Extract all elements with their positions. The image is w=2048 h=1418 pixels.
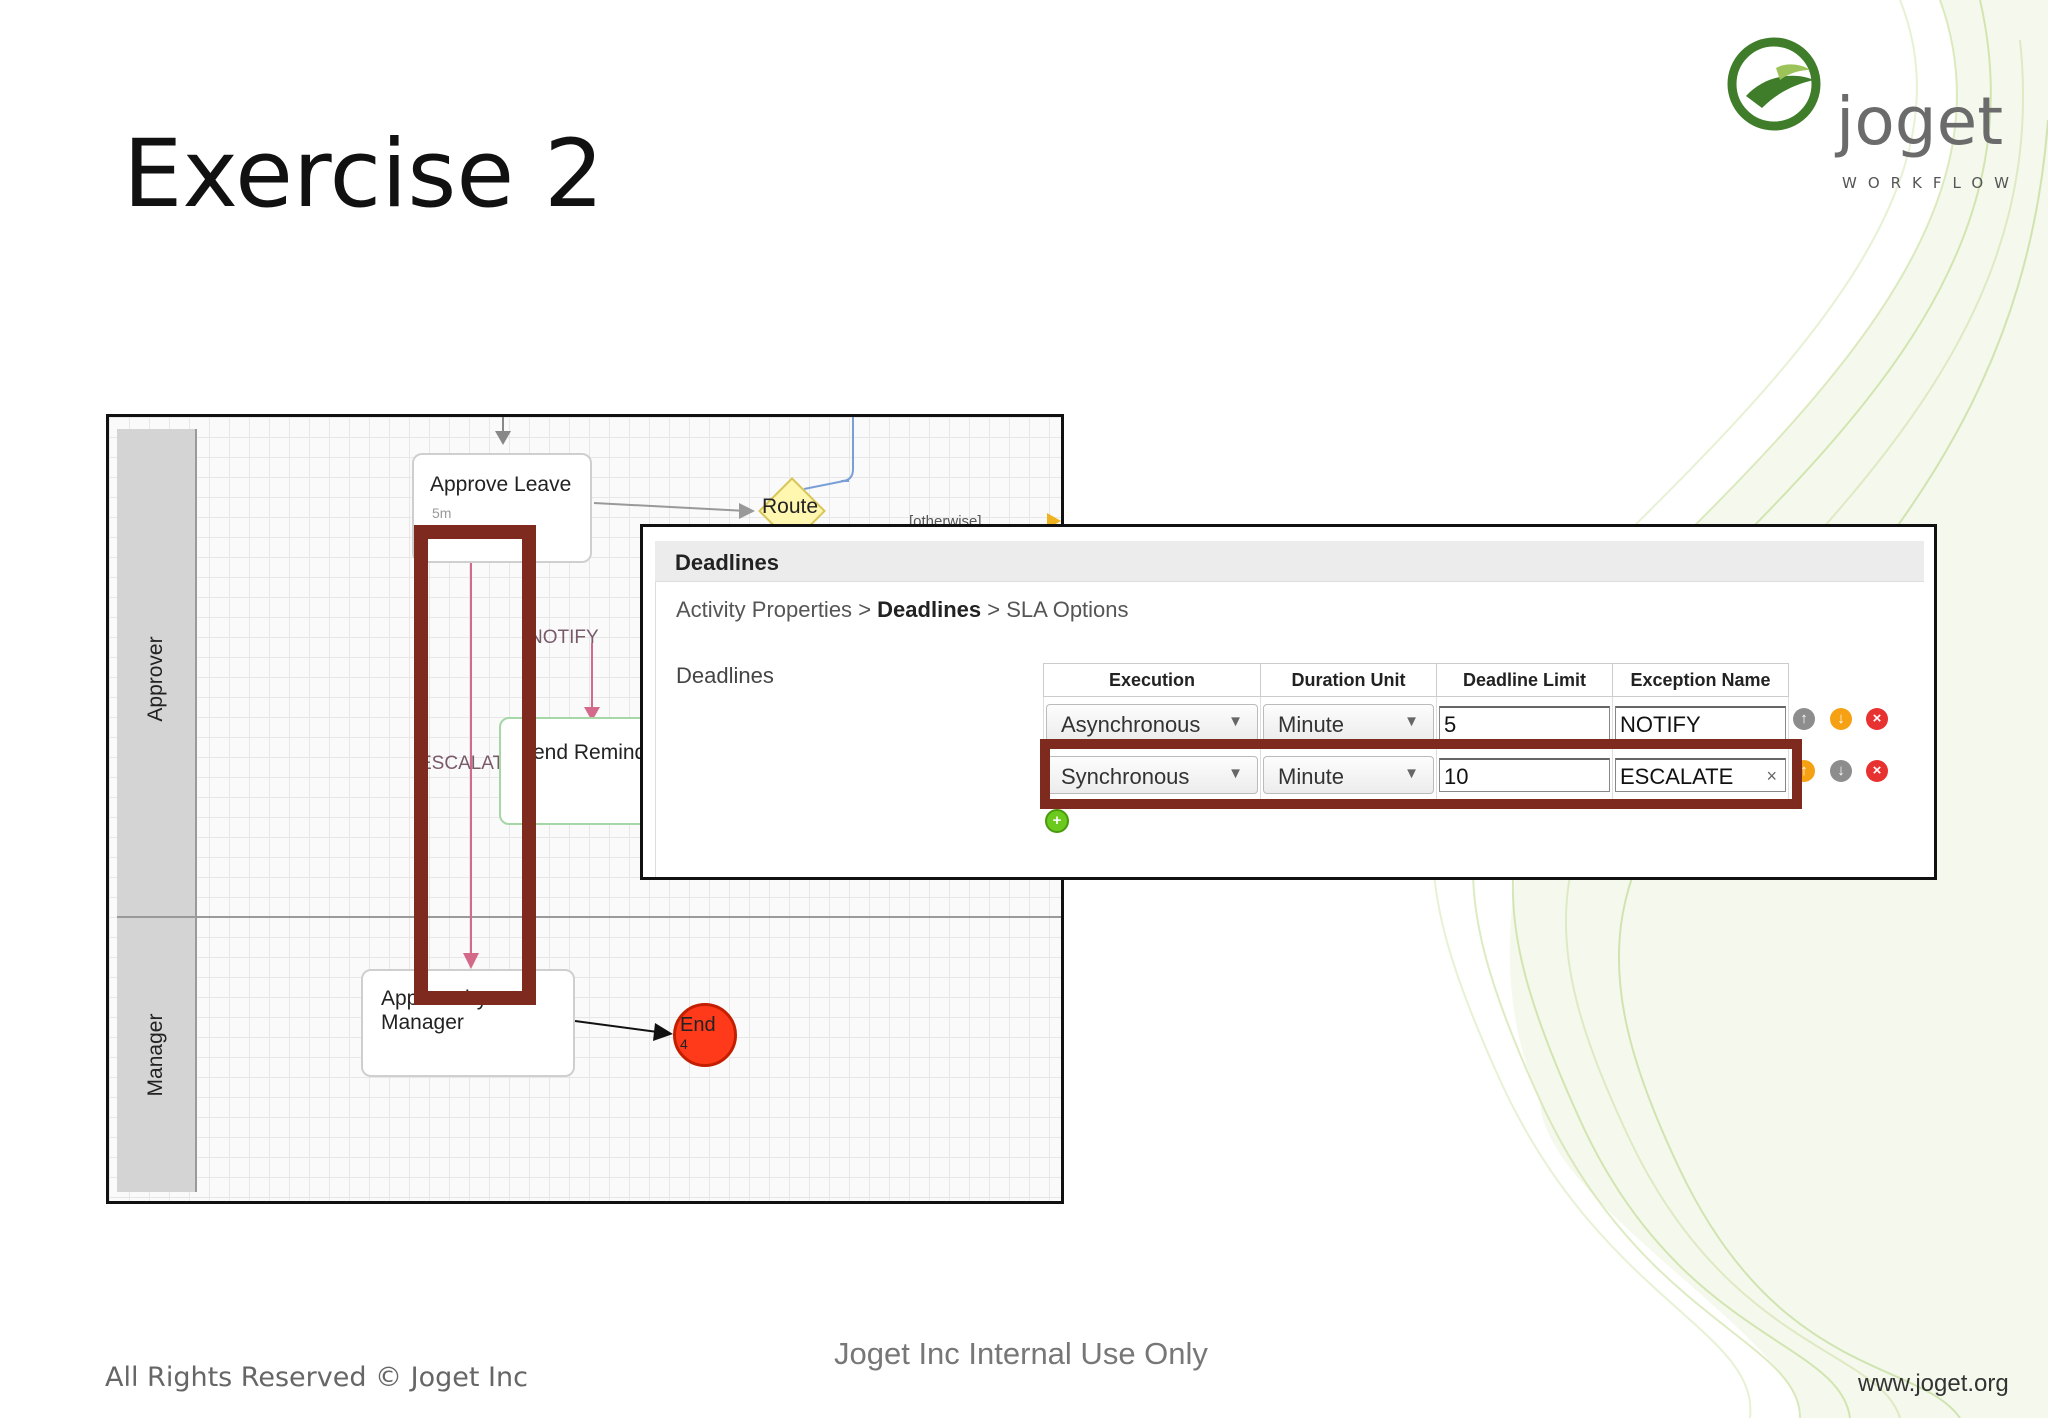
panel-header: Deadlines <box>655 541 1924 582</box>
duration-unit-select[interactable]: Minute▼ <box>1263 703 1434 742</box>
chevron-down-icon: ▼ <box>1228 712 1243 730</box>
table-header: Execution Duration Unit Deadline Limit E… <box>1043 663 1789 697</box>
diagram-connectors <box>463 417 854 1041</box>
breadcrumb-deadlines[interactable]: Deadlines <box>877 597 982 622</box>
arrow-down-icon[interactable]: ↓ <box>1830 708 1852 730</box>
row-highlight-box <box>1040 739 1802 809</box>
slide-title: Exercise 2 <box>123 120 604 229</box>
exception-name-input[interactable]: ESCALATE× <box>1615 757 1786 792</box>
node-approve-leave[interactable]: Approve Leave 5m <box>412 453 592 563</box>
logo-mark-icon <box>1727 37 1821 131</box>
arrow-up-icon[interactable]: ↑ <box>1793 708 1815 730</box>
joget-logo: joget WORKFLOW <box>1726 34 2026 204</box>
deadlines-panel: Deadlines Activity Properties > Deadline… <box>640 524 1937 880</box>
panel-title: Deadlines <box>675 550 779 575</box>
remove-icon[interactable]: × <box>1866 708 1888 730</box>
lane-separator <box>117 916 1061 918</box>
chevron-down-icon: ▼ <box>1404 764 1419 782</box>
exception-name-input[interactable]: NOTIFY <box>1615 705 1786 740</box>
footer-website: www.joget.org <box>1858 1370 2009 1397</box>
lane-manager: Manager <box>117 918 197 1192</box>
column-exception-name: Exception Name <box>1612 663 1789 697</box>
table-row: Synchronous▼ Minute▼ 10 ESCALATE× <box>1043 748 1789 801</box>
breadcrumb-sla-options[interactable]: SLA Options <box>1006 597 1129 622</box>
clear-input-icon[interactable]: × <box>1766 765 1777 786</box>
notify-label: NOTIFY <box>529 627 599 648</box>
chevron-down-icon: ▼ <box>1228 764 1243 782</box>
remove-icon[interactable]: × <box>1866 760 1888 782</box>
add-icon[interactable]: + <box>1045 809 1069 833</box>
node-route[interactable]: Route <box>754 473 826 545</box>
execution-select[interactable]: Synchronous▼ <box>1046 755 1258 794</box>
logo-subtitle: WORKFLOW <box>1842 174 2020 192</box>
chevron-down-icon: ▼ <box>1404 712 1419 730</box>
logo-wordmark: joget <box>1836 83 2004 160</box>
panel-divider <box>655 581 656 877</box>
breadcrumb-activity-properties[interactable]: Activity Properties <box>676 597 853 622</box>
column-duration-unit: Duration Unit <box>1260 663 1437 697</box>
column-execution: Execution <box>1043 663 1261 697</box>
lane-approver: Approver <box>117 429 197 929</box>
deadline-limit-input[interactable]: 10 <box>1439 757 1610 792</box>
breadcrumb: Activity Properties > Deadlines > SLA Op… <box>676 597 1129 622</box>
footer-internal-notice: Joget Inc Internal Use Only <box>834 1336 1208 1371</box>
column-deadline-limit: Deadline Limit <box>1436 663 1613 697</box>
deadlines-field-label: Deadlines <box>676 663 774 688</box>
arrow-down-icon[interactable]: ↓ <box>1830 760 1852 782</box>
footer-copyright: All Rights Reserved © Joget Inc <box>105 1362 528 1393</box>
duration-unit-select[interactable]: Minute▼ <box>1263 755 1434 794</box>
deadline-limit-input[interactable]: 5 <box>1439 705 1610 740</box>
node-end[interactable]: End 4 <box>673 1003 737 1067</box>
escalate-label: ESCALATE <box>419 753 517 774</box>
escalate-highlight-box <box>414 525 536 1005</box>
execution-select[interactable]: Asynchronous▼ <box>1046 703 1258 742</box>
